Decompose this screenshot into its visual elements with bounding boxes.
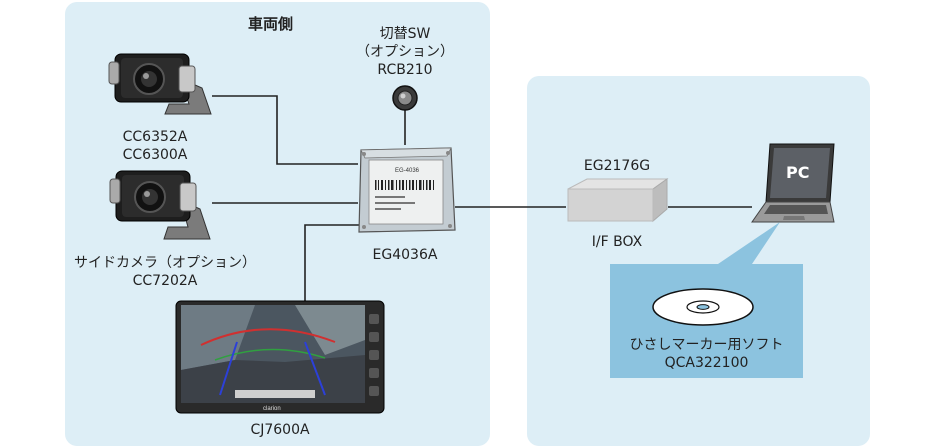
vehicle-side-title: 車両側: [248, 15, 294, 33]
switch-label-line1: 切替SW: [379, 26, 431, 42]
ecu-unit-icon: EG-4036: [358, 147, 456, 233]
camera-label-line1: CC6352A: [122, 129, 188, 145]
ecu-model-text: EG-4036: [395, 168, 420, 174]
side-camera-label-line2: CC7202A: [132, 273, 198, 289]
if-box-model-label: EG2176G: [583, 158, 651, 174]
if-box-icon: [567, 178, 669, 223]
camera-label-line2: CC6300A: [122, 147, 188, 163]
side-camera-icon: [109, 170, 211, 240]
side-camera-label-line1: サイドカメラ（オプション）: [74, 255, 256, 271]
laptop-pc-icon: PC: [751, 143, 835, 223]
monitor-label: CJ7600A: [250, 422, 310, 438]
switch-knob-icon: [392, 85, 418, 111]
monitor-brand-text: clarion: [263, 406, 281, 412]
side-camera-label: サイドカメラ（オプション） CC7202A: [65, 254, 265, 290]
if-box-label: I/F BOX: [591, 234, 643, 250]
camera-label: CC6352A CC6300A: [100, 128, 210, 164]
software-label-line2: QCA322100: [664, 355, 749, 371]
cd-disc-icon: [652, 288, 754, 326]
software-label: ひさしマーカー用ソフト QCA322100: [610, 336, 803, 372]
switch-label: 切替SW （オプション） RCB210: [355, 25, 455, 79]
ecu-label: EG4036A: [372, 247, 438, 263]
pc-text: PC: [786, 163, 809, 182]
switch-label-line2: （オプション）: [356, 44, 454, 60]
monitor-icon: clarion: [175, 300, 385, 414]
switch-label-line3: RCB210: [377, 62, 433, 78]
pc-side-panel: [527, 76, 870, 446]
software-label-line1: ひさしマーカー用ソフト: [629, 337, 784, 353]
camera-icon: [108, 53, 212, 115]
